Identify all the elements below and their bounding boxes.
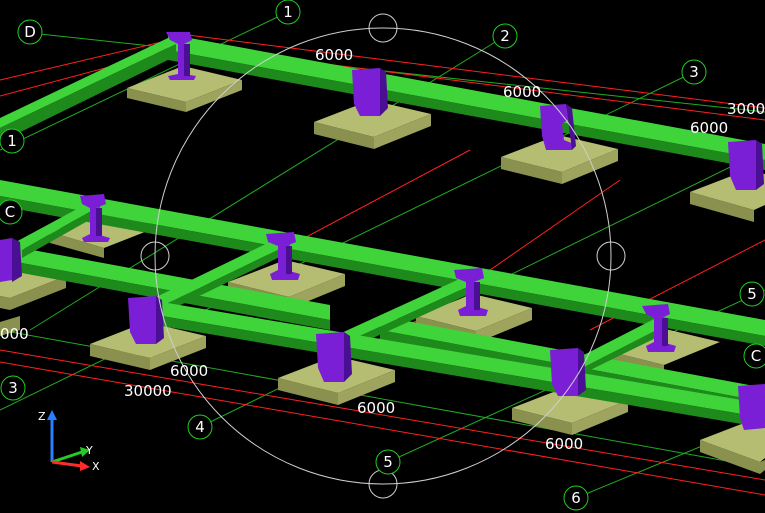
grade-beams	[0, 34, 765, 428]
pedestal[interactable]	[550, 348, 586, 396]
pedestal[interactable]	[738, 384, 765, 430]
grid-bubble-5-right[interactable]: 5	[747, 285, 757, 303]
pedestal[interactable]	[266, 232, 300, 280]
beam[interactable]	[150, 238, 290, 314]
grid-bubble-d[interactable]: D	[24, 23, 36, 41]
beam[interactable]	[326, 276, 478, 354]
grid-line-1	[0, 11, 289, 151]
orbit-handle-right[interactable]	[596, 241, 626, 271]
beam[interactable]	[570, 318, 668, 374]
orbit-handle-left[interactable]	[140, 241, 170, 271]
dimension-labels: 6000 6000 3000 6000 6000 30000 6000 6000…	[0, 46, 765, 453]
dimension-label[interactable]: 3000	[727, 100, 765, 118]
dimension-label[interactable]: 30000	[124, 382, 172, 400]
footing[interactable]	[127, 66, 242, 112]
dimension-label[interactable]: 6000	[545, 435, 583, 453]
pedestals	[0, 32, 765, 430]
dim-line-bottom-1	[0, 349, 765, 481]
dim-line-left-1	[0, 39, 171, 81]
pedestal[interactable]	[352, 68, 388, 116]
orbit-circle-icon[interactable]	[140, 13, 626, 499]
axis-x-arrow-icon	[51, 460, 83, 468]
dimension-label[interactable]: 6000	[690, 119, 728, 137]
footing[interactable]	[501, 135, 618, 184]
grid-bubble-4[interactable]: 4	[195, 418, 205, 436]
dimension-label[interactable]: 000	[0, 325, 29, 343]
beam[interactable]	[0, 180, 765, 346]
pedestal[interactable]	[454, 268, 488, 316]
grid-bubble-3-bottom[interactable]: 3	[8, 379, 18, 397]
orbit-handle-top[interactable]	[368, 13, 398, 43]
beam[interactable]	[150, 300, 765, 428]
pedestal[interactable]	[128, 296, 164, 344]
beam[interactable]	[168, 34, 765, 170]
grid-bubble-2[interactable]: 2	[500, 27, 510, 45]
dimension-label[interactable]: 6000	[315, 46, 353, 64]
axis-x-label: X	[92, 460, 100, 473]
pedestal[interactable]	[0, 238, 22, 282]
grid-bubble-labels: 1 2 3 D 1 C 3 4 5 6 5 C	[5, 3, 761, 507]
axis-y-arrow-icon	[51, 450, 83, 464]
dimension-label[interactable]: 6000	[170, 362, 208, 380]
pedestal[interactable]	[728, 140, 764, 190]
footing[interactable]	[314, 100, 431, 149]
grid-bubble-6[interactable]: 6	[571, 489, 581, 507]
dim-line-top-1	[179, 33, 765, 109]
axis-y-label: Y	[85, 444, 93, 457]
axis-triad: Z Y X	[38, 410, 100, 473]
footing[interactable]	[0, 316, 20, 336]
pedestal[interactable]	[80, 194, 110, 242]
grid-bubble-c-right[interactable]: C	[751, 347, 761, 365]
grid-bubble-3[interactable]: 3	[689, 63, 699, 81]
pedestal[interactable]	[166, 32, 196, 80]
axis-z-label: Z	[38, 410, 46, 423]
dimension-label[interactable]: 6000	[357, 399, 395, 417]
beam[interactable]	[12, 202, 100, 258]
grid-bubble-1-top[interactable]: 1	[283, 3, 293, 21]
grid-bubble-5-bottom[interactable]: 5	[383, 453, 393, 471]
dimension-label[interactable]: 6000	[503, 83, 541, 101]
pedestal[interactable]	[642, 304, 676, 352]
pedestal[interactable]	[316, 332, 352, 382]
grid-bubble-c-left[interactable]: C	[5, 203, 15, 221]
grid-bubble-1-left[interactable]: 1	[7, 132, 17, 150]
dim-line-bottom-2	[0, 361, 765, 496]
beam[interactable]	[0, 38, 176, 142]
